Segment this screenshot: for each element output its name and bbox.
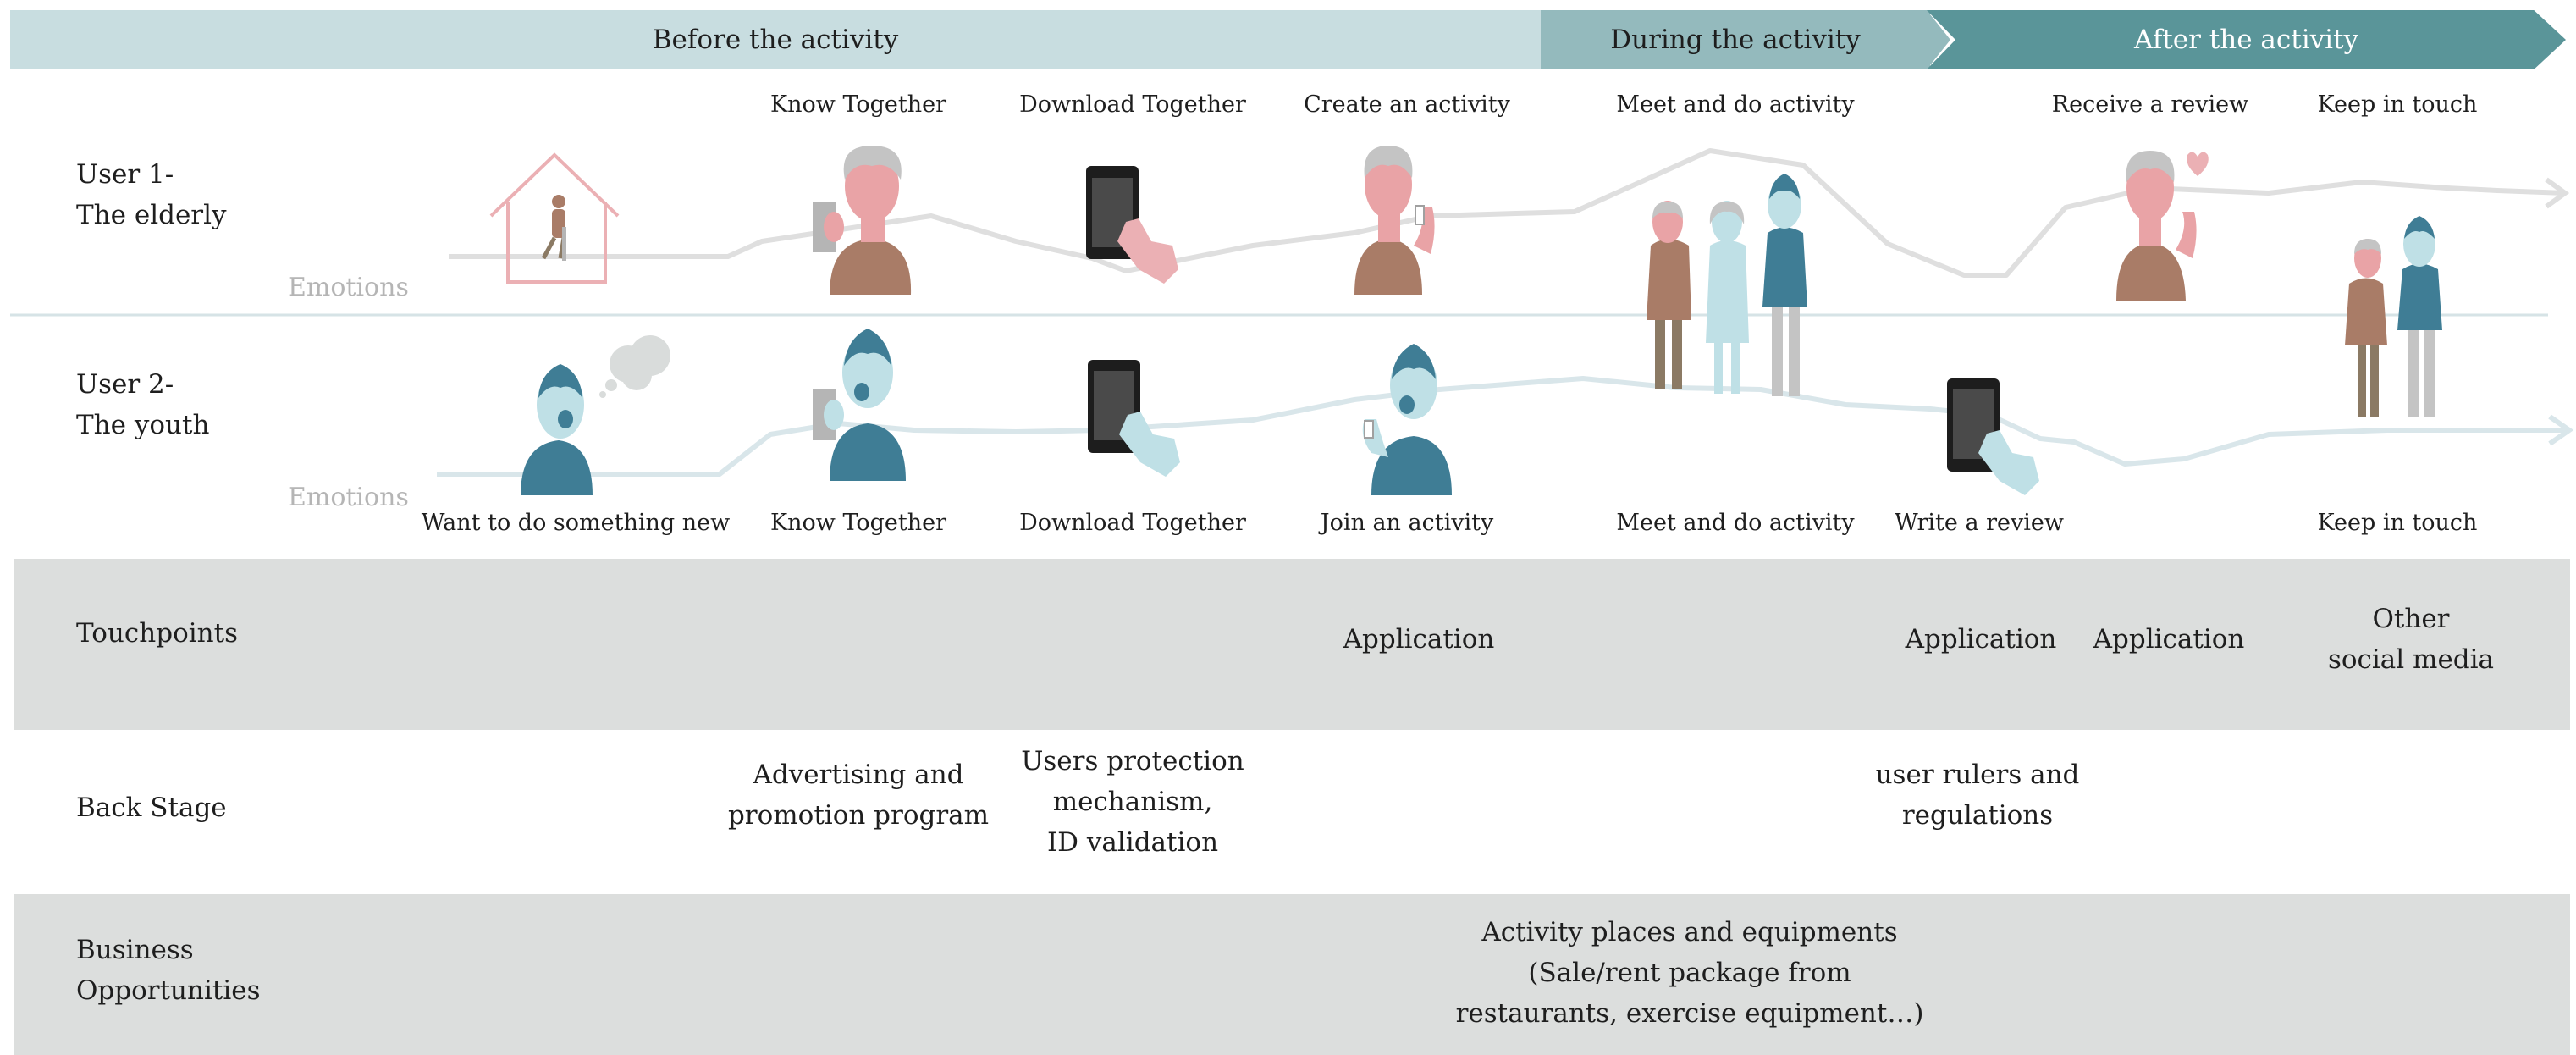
elderly-receive-review-figure	[2116, 151, 2209, 301]
user2-label-line1: User 2-	[76, 369, 174, 400]
user2-step-know-together: Know Together	[769, 510, 947, 536]
youth-emotion-line	[437, 376, 2569, 477]
backstage-review-line1: user rulers and	[1875, 759, 2080, 790]
elderly-download-phone-icon	[1086, 166, 1178, 284]
business-line1: Activity places and equipments	[1481, 917, 1898, 947]
elderly-know-together-figure	[813, 146, 912, 295]
meet-group-figures	[1647, 174, 1807, 396]
user1-label: User 1- The elderly	[76, 154, 227, 235]
elderly-emotion-arrow	[2545, 177, 2570, 209]
phase-after-label: After the activity	[2133, 25, 2359, 55]
user2-step-meet-activity: Meet and do activity	[1616, 510, 1855, 536]
user2-label-line2: The youth	[76, 410, 210, 440]
house-icon	[489, 152, 620, 284]
youth-want-new-figure	[521, 335, 670, 495]
business-band	[14, 894, 2570, 1055]
business-line2: (Sale/rent package from	[1528, 958, 1851, 988]
business-label-line2: Opportunities	[76, 975, 261, 1006]
touchpoint-create-activity: Application	[1343, 624, 1495, 655]
business-label-line1: Business	[76, 935, 194, 965]
elderly-create-activity-figure	[1354, 146, 1435, 295]
phase-before-label: Before the activity	[652, 25, 899, 55]
backstage-download-line2: mechanism,	[1052, 787, 1213, 817]
touchpoint-receive-review: Application	[2093, 624, 2245, 655]
user1-step-create-activity: Create an activity	[1304, 91, 1510, 118]
backstage-know-line1: Advertising and	[753, 759, 964, 790]
touchpoint-keep-line2: social media	[2327, 644, 2495, 675]
youth-download-phone-icon	[1088, 360, 1180, 477]
touchpoint-write-review: Application	[1905, 624, 2057, 655]
backstage-download-line3: ID validation	[1046, 827, 1219, 858]
user2-step-keep-in-touch: Keep in touch	[2317, 510, 2478, 536]
youth-emotion-arrow	[2548, 414, 2574, 446]
user1-step-know-together: Know Together	[769, 91, 947, 118]
touchpoints-band	[14, 559, 2570, 730]
user1-emotions-label: Emotions	[288, 273, 409, 302]
business-opportunity-text: Activity places and equipments (Sale/ren…	[1456, 912, 1924, 1034]
user2-step-join-activity: Join an activity	[1320, 510, 1494, 536]
phase-during-label: During the activity	[1610, 25, 1861, 55]
user1-step-meet-activity: Meet and do activity	[1616, 91, 1855, 118]
phase-during: During the activity	[1541, 10, 1930, 69]
user1-step-receive-review: Receive a review	[2051, 91, 2249, 118]
keep-in-touch-pair-figures	[2345, 216, 2442, 417]
backstage-label: Back Stage	[76, 793, 227, 823]
touchpoint-keep-in-touch: Other social media	[2328, 599, 2494, 680]
user1-step-download-together: Download Together	[1019, 91, 1246, 118]
backstage-download-together: Users protection mechanism, ID validatio…	[1021, 741, 1244, 863]
backstage-know-line2: promotion program	[727, 800, 990, 831]
user1-label-line2: The elderly	[76, 200, 227, 230]
youth-know-together-figure	[813, 329, 906, 481]
user1-step-keep-in-touch: Keep in touch	[2317, 91, 2478, 118]
business-line3: restaurants, exercise equipment…)	[1455, 998, 1924, 1029]
user2-label: User 2- The youth	[76, 364, 209, 445]
youth-join-activity-figure	[1362, 344, 1452, 495]
touchpoints-label: Touchpoints	[76, 618, 238, 649]
touchpoint-keep-line1: Other	[2372, 604, 2450, 634]
backstage-write-review: user rulers and regulations	[1876, 754, 2080, 836]
user2-step-want-new: Want to do something new	[421, 510, 731, 536]
phase-before: Before the activity	[10, 10, 1541, 69]
youth-write-review-phone-icon	[1947, 378, 2039, 495]
user2-step-download-together: Download Together	[1019, 510, 1246, 536]
user1-label-line1: User 1-	[76, 159, 174, 190]
user2-step-write-review: Write a review	[1894, 510, 2065, 536]
business-label: Business Opportunities	[76, 930, 261, 1011]
backstage-know-together: Advertising and promotion program	[728, 754, 989, 836]
phase-after: After the activity	[1927, 10, 2566, 69]
elderly-emotion-line	[449, 148, 2566, 278]
backstage-download-line1: Users protection	[1021, 746, 1244, 776]
user2-emotions-label: Emotions	[288, 483, 409, 512]
backstage-review-line2: regulations	[1901, 800, 2054, 831]
